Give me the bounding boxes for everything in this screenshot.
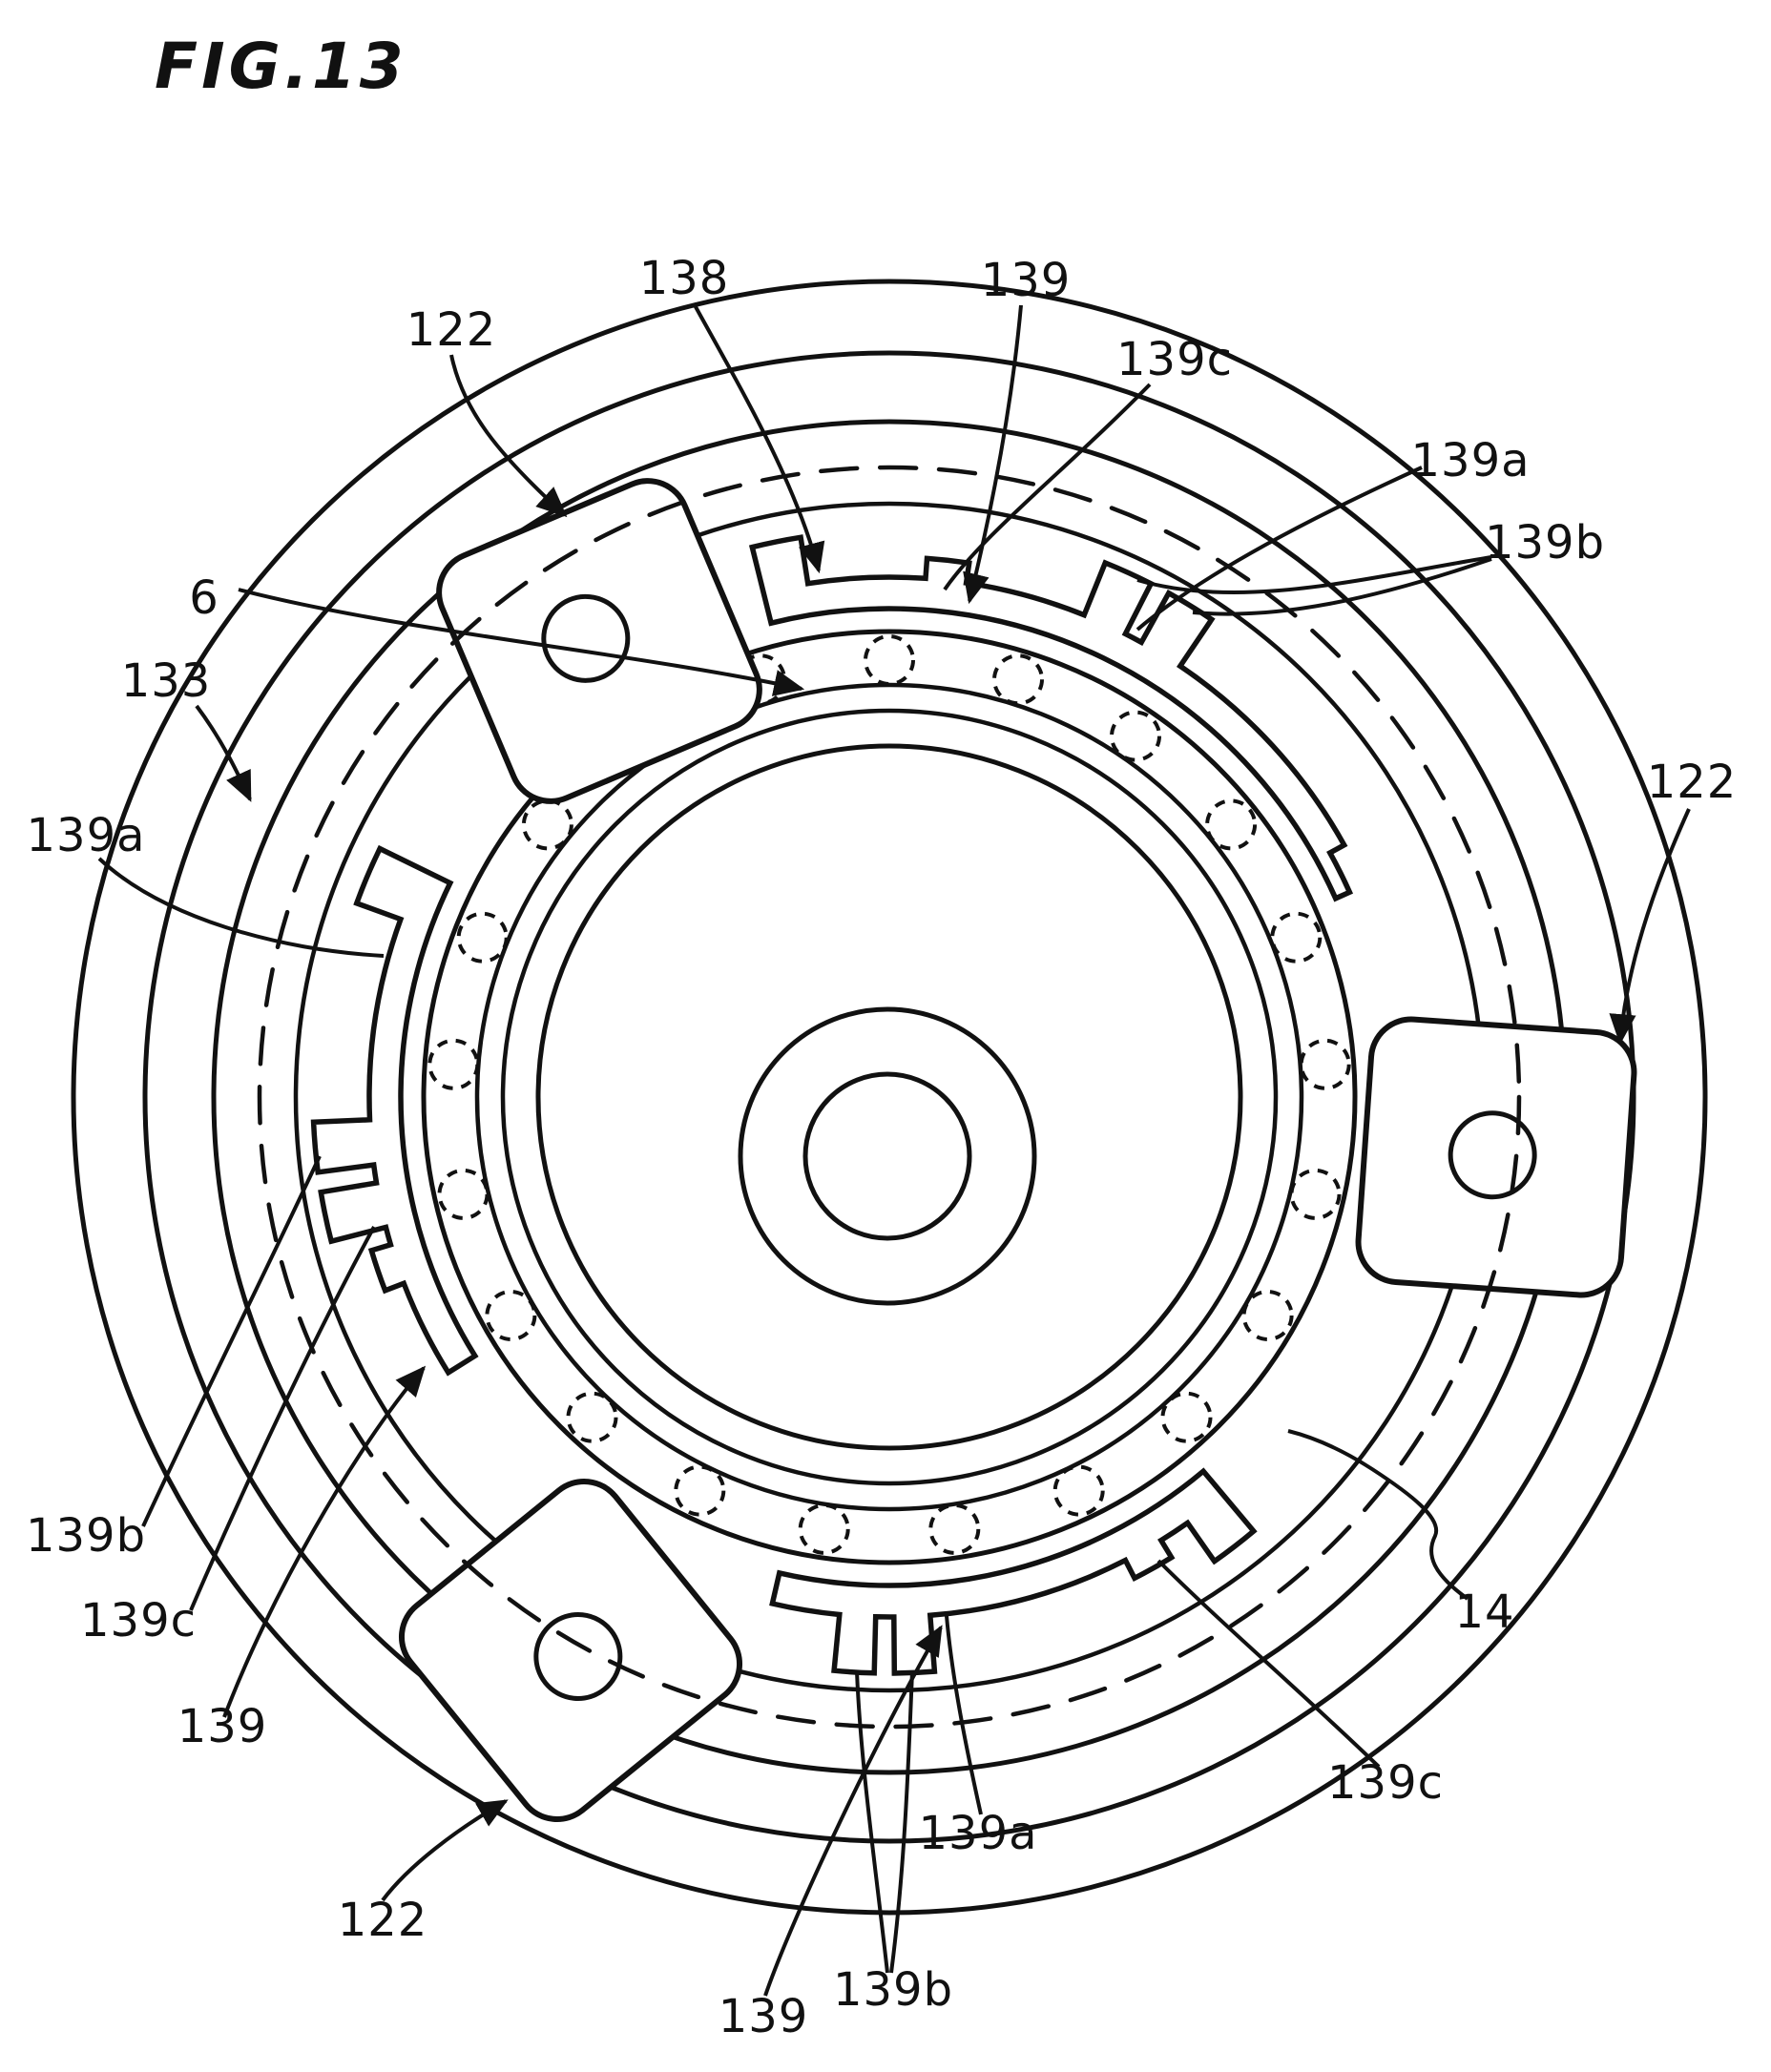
bearing-ball	[798, 1502, 850, 1555]
leader-139a-bottom-right	[945, 1615, 983, 1815]
bearing-ball	[1289, 1168, 1342, 1220]
ref-label-122-top-left: 122	[406, 303, 497, 357]
reference-labels: FIG.13 122 138 139 139c 139a 139b 6 133 …	[26, 30, 1738, 2043]
leader-122-top-left	[449, 354, 568, 518]
bearing-ball	[1052, 1464, 1105, 1517]
leader-139b-bottom-2	[855, 1670, 889, 1974]
leader-139c-bottom-left	[189, 1226, 376, 1611]
figure-title: FIG.13	[155, 30, 407, 103]
leader-138	[692, 302, 825, 574]
bearing-ball	[485, 1290, 537, 1341]
shaft-hole-circle	[802, 1071, 972, 1241]
ref-label-133: 133	[121, 654, 212, 708]
bearing-ball	[1299, 1038, 1351, 1090]
leader-lines	[97, 302, 1691, 1997]
shoe-left	[310, 844, 479, 1377]
ref-label-139a-bottom-right: 139a	[918, 1807, 1037, 1860]
bearing-outer-race	[421, 629, 1358, 1565]
bearing-ball	[992, 653, 1044, 706]
outer-housing-ring	[71, 279, 1708, 1916]
mounting-pads	[398, 478, 1637, 1823]
bearing-ball	[1205, 798, 1258, 851]
hub-boss-circle	[738, 1006, 1037, 1306]
bearing-ball	[427, 1038, 480, 1090]
leader-139c-bottom-right	[1156, 1559, 1381, 1769]
ref-label-14: 14	[1454, 1585, 1514, 1639]
bearing-inner-race-outer-edge	[474, 682, 1304, 1512]
leader-139b-bottom-1	[889, 1670, 914, 1974]
leader-139a-top-right	[1136, 466, 1423, 632]
ref-label-6: 6	[189, 571, 219, 625]
ref-label-139b-top-right: 139b	[1485, 516, 1605, 570]
ref-label-139-bottom: 139	[719, 1990, 809, 2043]
leader-6	[238, 588, 805, 696]
bearing-ball	[437, 1168, 490, 1220]
ref-label-139c-bottom-left: 139c	[80, 1594, 197, 1647]
ref-label-139b-bottom-left: 139b	[26, 1509, 146, 1563]
ref-label-139c-top: 139c	[1116, 333, 1233, 386]
ref-label-139b-bottom: 139b	[833, 1963, 953, 2017]
pad-bottom-left-body	[398, 1478, 743, 1823]
pad-top-left-body	[436, 478, 762, 804]
shoe-bottom	[769, 1467, 1258, 1676]
pad-right-hole	[1448, 1110, 1537, 1200]
bearing-ball	[1110, 710, 1161, 762]
pad-bottom-left-hole	[533, 1612, 623, 1702]
ref-label-139a-left: 139a	[26, 809, 145, 862]
leader-139-top	[963, 304, 1023, 605]
leader-139b-bottom-left	[141, 1155, 322, 1527]
pad-right	[1355, 1016, 1637, 1298]
leader-133	[195, 704, 252, 802]
ref-label-138: 138	[639, 252, 730, 305]
bearing-ball	[674, 1464, 726, 1517]
pad-top-left-hole	[541, 593, 631, 683]
ref-label-139a-top-right: 139a	[1410, 434, 1530, 487]
pad-bottom-left	[398, 1478, 743, 1823]
leader-139-bottom	[763, 1625, 943, 1997]
leader-139a-left	[97, 857, 385, 958]
bearing-ball	[456, 911, 509, 963]
leader-139-bottom-left	[222, 1365, 427, 1718]
ref-label-139-bottom-left: 139	[177, 1700, 268, 1753]
ref-label-139c-bottom-right: 139c	[1327, 1756, 1444, 1810]
bearing-ball	[928, 1502, 981, 1555]
leader-122-right	[1609, 808, 1691, 1046]
bearing-inner-race-inner-edge	[500, 708, 1279, 1486]
hub	[738, 1006, 1037, 1306]
rotor-inner-ring	[535, 743, 1243, 1451]
pad-right-body	[1355, 1016, 1637, 1298]
leader-14	[1287, 1429, 1469, 1601]
ref-label-122-bottom-left: 122	[338, 1894, 428, 1947]
leader-139b-top-right-2	[1192, 557, 1492, 616]
leader-122-bottom-left	[381, 1799, 509, 1902]
pitch-circle-dashed	[257, 465, 1522, 1730]
leader-139c-top	[943, 383, 1152, 591]
shoe-top-right	[748, 534, 1354, 902]
bearing-ball	[864, 634, 915, 686]
leader-139b-top-right-1	[1136, 555, 1492, 595]
pad-top-left	[436, 478, 762, 804]
ref-label-139-top: 139	[981, 254, 1072, 307]
bearing-ball	[1160, 1391, 1213, 1443]
bearing-ball	[521, 798, 573, 851]
bearing-ball	[1270, 911, 1323, 963]
shoe-segments	[310, 534, 1354, 1676]
ref-label-122-right: 122	[1647, 756, 1738, 809]
bearing-ball	[1241, 1290, 1294, 1341]
bearing-ball	[566, 1391, 618, 1443]
